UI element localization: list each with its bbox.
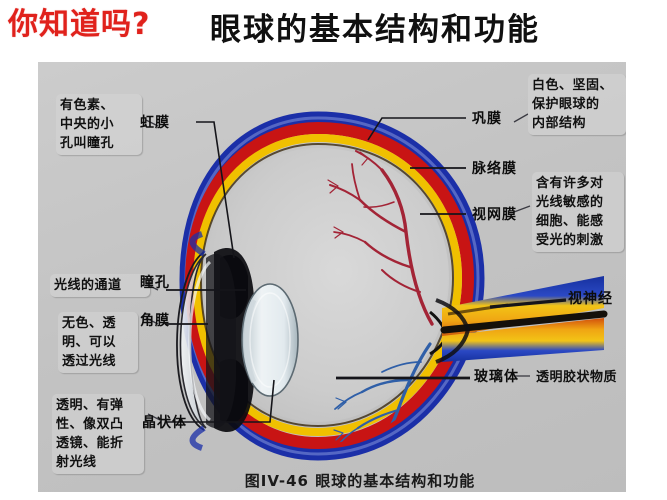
lens [242,284,298,396]
pupil-term: 瞳孔 [140,275,170,291]
leader-sclera [368,118,466,140]
lens-description: 透明、有弹 性、像双凸 透镜、能折 射光线 [52,394,144,474]
cornea-description: 无色、透 明、可以 透过光线 [58,312,138,373]
cornea [180,254,206,428]
lens-term: 晶状体 [142,415,187,431]
retina-term: 视网膜 [472,207,517,223]
attention-heading: 你知道吗? [8,7,151,42]
leader-iris [196,122,234,258]
vitreous-body-term: 玻璃体 [474,369,519,385]
leader-optic-nerve [490,300,566,307]
leader-lens [166,380,274,422]
choroid-term: 脉络膜 [472,161,517,177]
choroid-layer [191,128,468,443]
pupil-description: 光线的通道 [50,274,150,297]
cornea-term: 角膜 [140,313,170,329]
retina-description: 含有许多对 光线敏感的 细胞、能感 受光的刺激 [532,172,624,252]
retinal-blood-vessels [328,151,432,480]
eye-diagram-panel: 有色素、 中央的小 孔叫瞳孔 虹膜 光线的通道 瞳孔 无色、透 明、可以 透过光… [38,62,626,492]
leader-lines [166,118,566,422]
page-title: 眼球的基本结构和功能 [210,12,540,48]
sclera-term: 巩膜 [472,111,502,127]
iris-description: 有色素、 中央的小 孔叫瞳孔 [56,94,142,155]
vitreous-body-description: 透明胶状物质 [536,370,618,385]
retina-layer [197,138,458,432]
iris-term: 虹膜 [140,115,170,131]
sclera-description: 白色、坚固、 保护眼球的 内部结构 [528,74,626,135]
figure-caption: 图IV-46 眼球的基本结构和功能 [244,472,476,490]
callout-connectors [146,114,530,420]
optic-nerve-term: 视神经 [568,291,613,307]
eyeball-illustration [38,62,626,492]
